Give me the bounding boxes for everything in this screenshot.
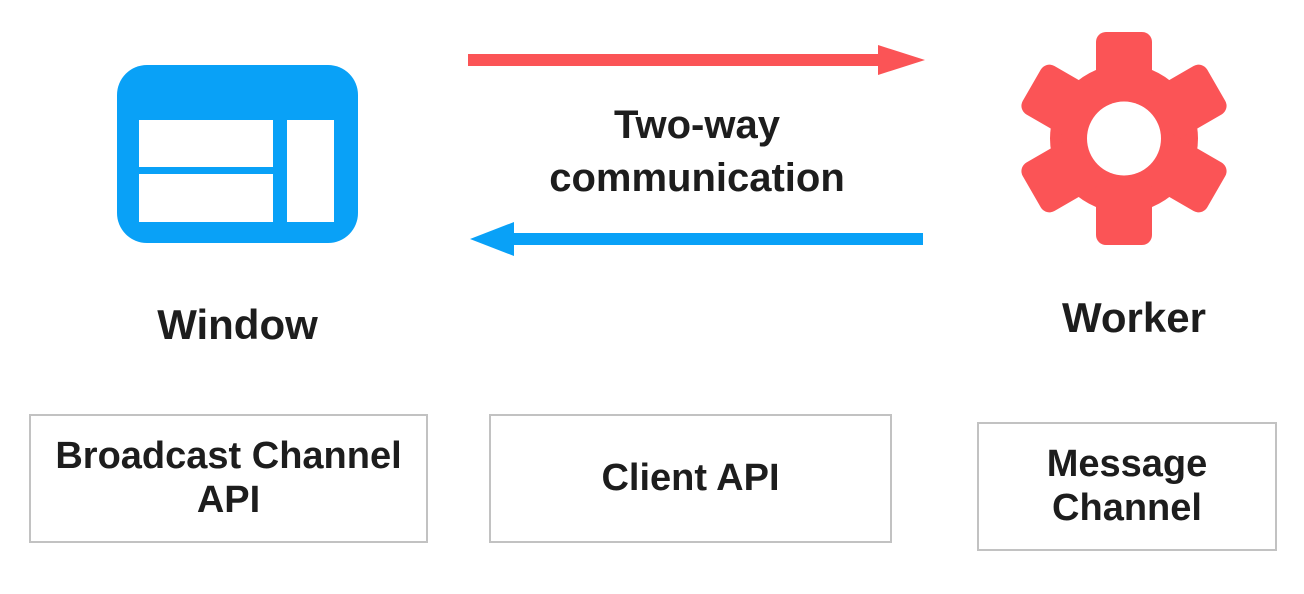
arrow-right-icon	[468, 45, 925, 75]
window-label: Window	[157, 301, 318, 348]
message-channel-box: Message Channel	[977, 422, 1277, 551]
broadcast-channel-api-label: Broadcast Channel API	[55, 434, 402, 521]
broadcast-channel-api-box: Broadcast Channel API	[29, 414, 428, 543]
client-api-box: Client API	[489, 414, 892, 543]
window-browser-icon	[117, 65, 358, 243]
window-icon-top-pane	[139, 120, 273, 167]
worker-label: Worker	[1062, 294, 1206, 341]
heading-line-2: communication	[549, 155, 845, 200]
heading-line-1: Two-way	[614, 103, 780, 147]
window-icon-bottom-pane	[139, 174, 273, 222]
worker-gear-icon	[1021, 32, 1227, 245]
arrow-left-icon	[470, 222, 923, 256]
two-way-communication-heading: Two-way communication	[517, 99, 877, 205]
window-icon-side-pane	[287, 120, 334, 222]
message-channel-label: Message Channel	[1046, 442, 1208, 529]
client-api-label: Client API	[601, 456, 780, 499]
